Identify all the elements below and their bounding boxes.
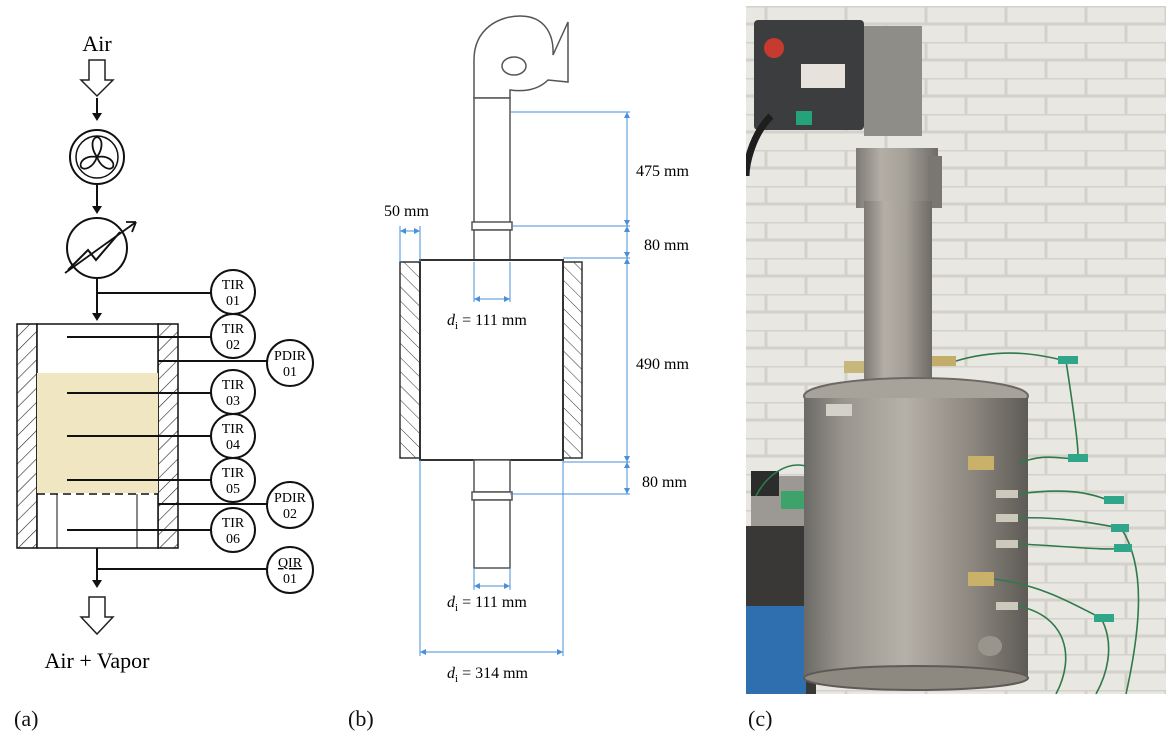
tag-tir03: TIR 03 [210,369,256,415]
tag-tir03-l1: TIR [222,378,245,393]
control-label [801,64,845,88]
fitting [968,572,994,586]
control-green-sticker [796,111,812,125]
dim-80-bottom-label: 80 mm [642,474,687,491]
apparatus-photo-illustration [746,6,1166,694]
tag-tir01-l2: 01 [226,294,240,309]
upper-pipe-photo [864,201,932,411]
tag-qir01-l1: QIR [278,556,303,571]
tag-tir02-l2: 02 [226,338,240,353]
bench-blue-crate [746,606,806,694]
tag-pdir02-l2: 02 [283,507,297,522]
tag-pdir01-l1: PDIR [274,349,307,364]
upper-coupling [471,221,513,231]
tag-qir01-l2: 01 [283,572,297,587]
panel-b-drawing: 475 mm 80 mm 50 mm 490 mm 80 mm di = 111… [384,15,689,685]
heater-icon [64,217,137,279]
vessel-body-photo [804,398,1028,680]
tag-tir02: TIR 02 [210,313,256,359]
tag-tir04-l2: 04 [226,438,240,453]
diameter-top-label: di = 111 mm [447,312,527,332]
vessel-body [419,259,564,461]
insulation-right [562,261,583,459]
tag-tir03-l2: 03 [226,394,240,409]
flow-arrowhead [92,113,102,121]
tag-tir06-l2: 06 [226,532,240,547]
panel-a-label: (a) [14,706,39,731]
fitting [844,361,864,373]
lower-coupling [471,491,513,501]
fitting [932,356,956,366]
tag-qir01: QIR 01 [266,546,314,594]
panel-a-schematic: Air Air + Vapor TIR [16,31,314,673]
thermocouple-wires [755,352,1140,694]
fitting [996,540,1018,548]
tag-tir06: TIR 06 [210,507,256,553]
dim-80-top-label: 80 mm [644,237,689,254]
flow-arrowhead [92,206,102,214]
fitting [968,456,994,470]
red-button-icon [764,38,784,58]
insulation-left [399,261,421,459]
tag-pdir02: PDIR 02 [266,481,314,529]
fitting [996,602,1018,610]
tag-tir01: TIR 01 [210,269,256,315]
tag-tir01-l1: TIR [222,278,245,293]
flow-arrowhead [92,313,102,321]
tag-tir05-l1: TIR [222,466,245,481]
tag-tir04: TIR 04 [210,413,256,459]
flow-arrowhead [92,580,102,588]
outlet-port [978,636,1002,656]
upper-pipe [473,97,511,227]
control-box-bracket [864,26,922,136]
panel-b-label: (b) [348,706,374,731]
fitting [996,514,1018,522]
pipe-collar [856,148,938,208]
outlet-arrow-icon [79,596,115,636]
tag-pdir01: PDIR 01 [266,339,314,387]
dimension-lines [399,111,630,656]
lower-pipe [473,499,511,569]
dim-50-label: 50 mm [384,203,429,220]
blower-housing-icon [473,15,569,99]
fitting [996,490,1018,498]
tag-tir06-l1: TIR [222,516,245,531]
dim-490-label: 490 mm [636,356,689,373]
panel-c-label: (c) [748,706,773,731]
diameter-bottom-label: di = 111 mm [447,594,527,614]
lower-pipe-stub [473,459,511,493]
tag-pdir01-l2: 01 [283,365,297,380]
tag-tir04-l1: TIR [222,422,245,437]
pipe-flange-bracket [928,156,942,208]
outlet-label: Air + Vapor [45,648,151,673]
dim-475-label: 475 mm [636,163,689,180]
thermocouple-connectors [1058,356,1132,622]
tag-pdir02-l1: PDIR [274,491,307,506]
upper-pipe-stub [473,229,511,262]
vessel-wall-left [16,323,38,549]
blower-icon [69,129,125,185]
bench-device-green [781,491,806,509]
tag-tir05-l2: 05 [226,482,240,497]
clamp-latch [826,404,852,416]
inlet-arrow-icon [79,59,115,98]
vessel-bottom-rim [803,665,1029,691]
diameter-outer-label: di = 314 mm [447,665,529,685]
inlet-label: Air [82,31,112,56]
tag-tir02-l1: TIR [222,322,245,337]
panel-c-photo [746,6,1166,694]
tag-tir05: TIR 05 [210,457,256,503]
power-cable [746,113,774,177]
dimension-arrowheads [400,112,630,655]
packed-bed [37,373,158,493]
